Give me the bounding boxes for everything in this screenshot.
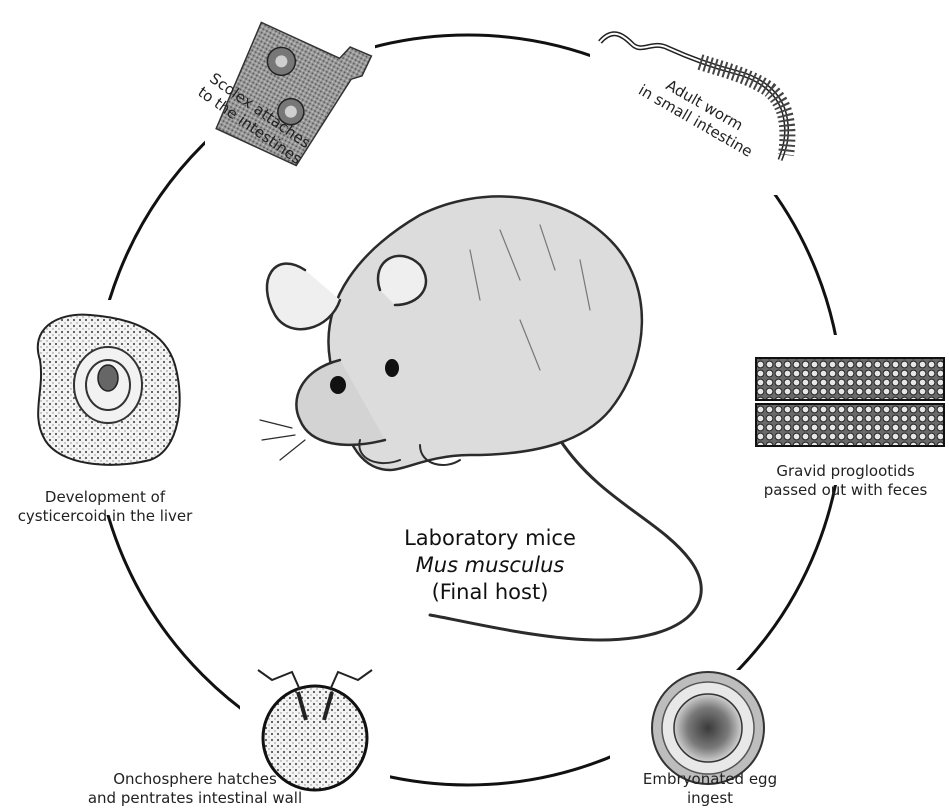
- egg-label-line2: ingest: [620, 789, 800, 808]
- gravid-label-line2: passed out with feces: [742, 481, 949, 500]
- final-host-label: Laboratory mice Mus musculus (Final host…: [380, 525, 600, 606]
- host-role: (Final host): [380, 579, 600, 606]
- cysticercoid-label-line1: Development of: [0, 488, 210, 507]
- cysticercoid-illustration: [38, 315, 180, 465]
- host-common-name: Laboratory mice: [380, 525, 600, 552]
- embryonated-egg-label: Embryonated egg ingest: [620, 770, 800, 808]
- onchosphere-label-line2: and pentrates intestinal wall: [60, 789, 330, 808]
- gravid-proglottids-label: Gravid proglootids passed out with feces: [742, 462, 949, 500]
- onchosphere-label-line1: Onchosphere hatches: [60, 770, 330, 789]
- embryonated-egg-illustration: [652, 672, 764, 784]
- onchosphere-label: Onchosphere hatches and pentrates intest…: [60, 770, 330, 808]
- cysticercoid-label-line2: cysticercoid in the liver: [0, 507, 210, 526]
- cysticercoid-label: Development of cysticercoid in the liver: [0, 488, 210, 526]
- host-scientific-name: Mus musculus: [380, 552, 600, 579]
- egg-label-line1: Embryonated egg: [620, 770, 800, 789]
- gravid-label-line1: Gravid proglootids: [742, 462, 949, 481]
